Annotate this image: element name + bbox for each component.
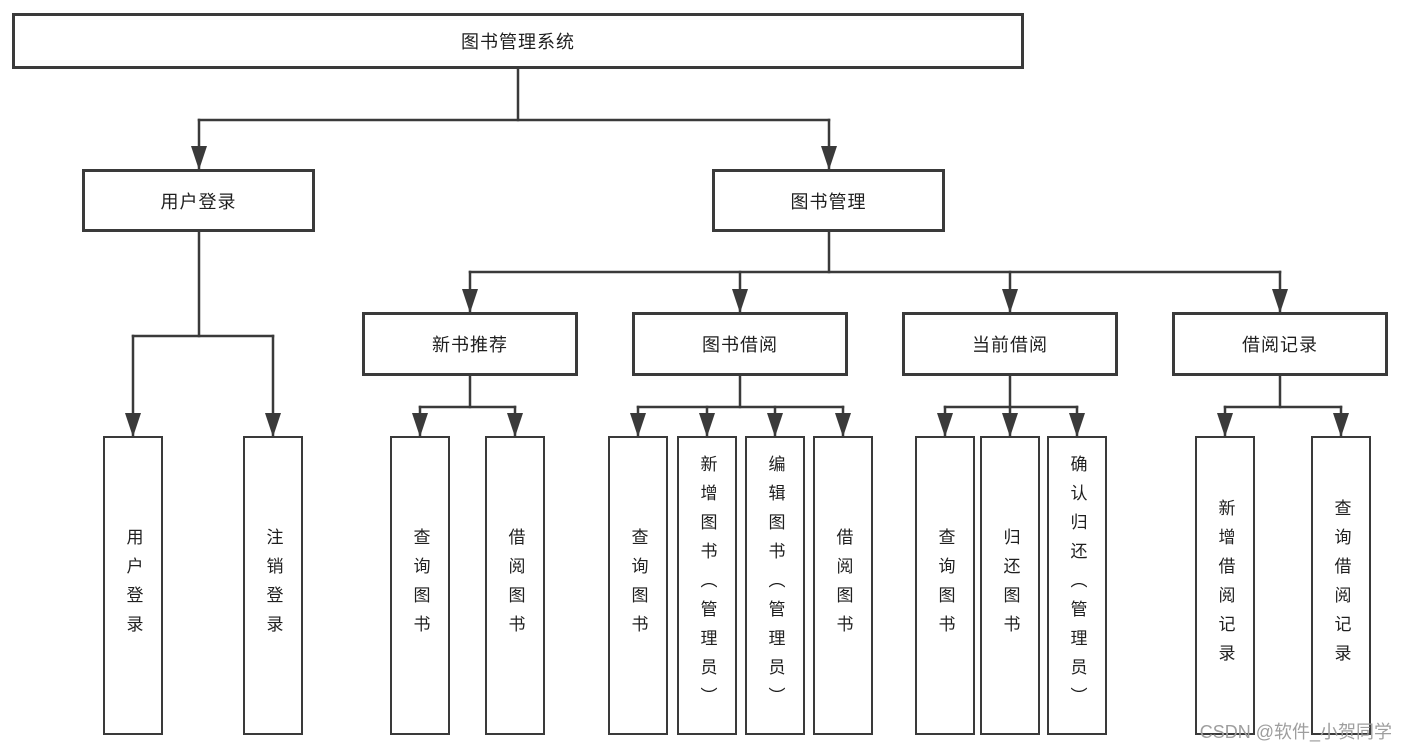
- node-book-borrow-label: 图书借阅: [702, 335, 778, 355]
- leaf-add-book-admin: 新增图书（管理员）: [677, 436, 737, 735]
- leaf-add-borrow-record: 新增借阅记录: [1195, 436, 1255, 735]
- leaf-recommend-borrow-book-label: 借阅图书: [505, 527, 525, 644]
- leaf-recommend-query-book-label: 查询图书: [410, 527, 430, 644]
- leaf-borrow-query-book: 查询图书: [608, 436, 668, 735]
- leaf-borrow-book-label: 借阅图书: [833, 527, 853, 644]
- node-borrow-records-label: 借阅记录: [1242, 335, 1318, 355]
- leaf-edit-book-admin-label: 编辑图书（管理员）: [765, 455, 785, 716]
- leaf-query-borrow-record: 查询借阅记录: [1311, 436, 1371, 735]
- node-borrow-records: 借阅记录: [1172, 312, 1388, 376]
- leaf-current-query-book-label: 查询图书: [935, 527, 955, 644]
- leaf-logout-label: 注销登录: [263, 527, 283, 644]
- leaf-borrow-query-book-label: 查询图书: [628, 527, 648, 644]
- leaf-confirm-return-admin: 确认归还（管理员）: [1047, 436, 1107, 735]
- leaf-query-borrow-record-label: 查询借阅记录: [1331, 498, 1351, 673]
- node-new-book-recommend-label: 新书推荐: [432, 335, 508, 355]
- leaf-confirm-return-admin-label: 确认归还（管理员）: [1067, 455, 1087, 716]
- leaf-return-book: 归还图书: [980, 436, 1040, 735]
- node-book-management: 图书管理: [712, 169, 945, 232]
- node-root-label: 图书管理系统: [461, 32, 575, 52]
- leaf-user-login-label: 用户登录: [123, 527, 143, 644]
- leaf-user-login: 用户登录: [103, 436, 163, 735]
- leaf-recommend-borrow-book: 借阅图书: [485, 436, 545, 735]
- leaf-recommend-query-book: 查询图书: [390, 436, 450, 735]
- csdn-watermark: CSDN @软件_小贺同学: [1199, 722, 1392, 742]
- node-current-borrow-label: 当前借阅: [972, 335, 1048, 355]
- leaf-edit-book-admin: 编辑图书（管理员）: [745, 436, 805, 735]
- node-root: 图书管理系统: [12, 13, 1024, 69]
- leaf-current-query-book: 查询图书: [915, 436, 975, 735]
- leaf-add-borrow-record-label: 新增借阅记录: [1215, 498, 1235, 673]
- leaf-add-book-admin-label: 新增图书（管理员）: [697, 455, 717, 716]
- leaf-borrow-book: 借阅图书: [813, 436, 873, 735]
- node-user-login-label: 用户登录: [160, 191, 237, 212]
- leaf-return-book-label: 归还图书: [1000, 527, 1020, 644]
- node-new-book-recommend: 新书推荐: [362, 312, 578, 376]
- node-book-management-label: 图书管理: [790, 191, 867, 212]
- node-current-borrow: 当前借阅: [902, 312, 1118, 376]
- leaf-logout: 注销登录: [243, 436, 303, 735]
- node-user-login: 用户登录: [82, 169, 315, 232]
- node-book-borrow: 图书借阅: [632, 312, 848, 376]
